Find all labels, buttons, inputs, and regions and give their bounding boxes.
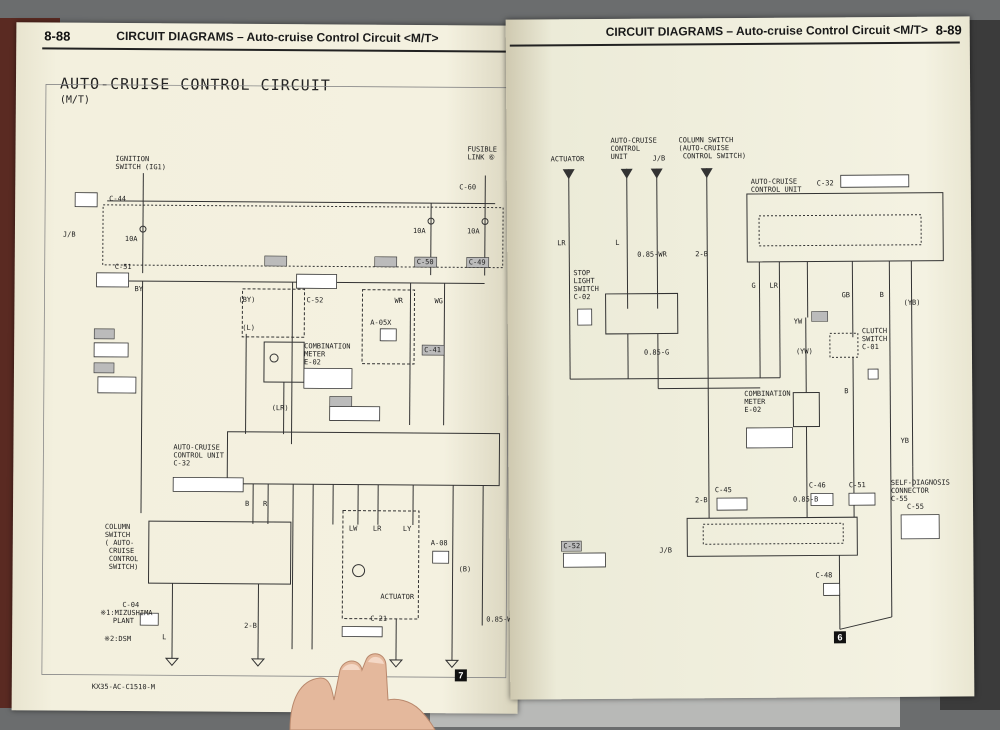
column-switch-label: COLUMN SWITCH (AUTO-CRUISE CONTROL SWITC…: [678, 136, 747, 161]
combination-meter-label: COMBINATION METER E-02: [304, 342, 351, 367]
wire-color: L: [615, 238, 620, 247]
connector-code: C-32: [816, 179, 834, 188]
wire-color: (LR): [271, 404, 289, 413]
wire-color: LR: [372, 524, 382, 533]
clutch-switch-label: CLUTCH SWITCH C-01: [861, 326, 888, 352]
wire-color: 2-B: [695, 250, 708, 259]
stop-light-switch-label: STOP LIGHT SWITCH C-02: [573, 269, 599, 302]
right-page: CIRCUIT DIAGRAMS – Auto-cruise Control C…: [505, 16, 975, 700]
connector-code: C-52: [563, 542, 581, 551]
connector-code: C-44: [109, 194, 127, 204]
wire-color: (L): [242, 323, 255, 332]
ignition-switch-label: IGNITION SWITCH (IG1): [115, 154, 167, 172]
wire-color: BY: [134, 285, 144, 294]
connector-code: C-41: [424, 346, 442, 355]
wire-color: LW: [348, 524, 358, 533]
connector-code: C-51: [114, 262, 132, 272]
note-dsm: ※2:DSM: [104, 634, 132, 644]
connector-code: A-08: [430, 539, 448, 548]
ground-reference-badge: 6: [833, 631, 846, 644]
actuator-label: ACTUATOR: [550, 155, 585, 164]
wire-color: L: [162, 633, 167, 642]
connector-code: C-45: [714, 486, 732, 495]
connector-code: C-21: [370, 614, 388, 623]
wire-color: LR: [769, 281, 778, 290]
jb-label: J/B: [62, 230, 76, 239]
fuse-rating: 10A: [124, 235, 138, 244]
wire-color: GB: [841, 291, 851, 300]
combination-meter-label: COMBINATION METER E-02: [744, 389, 791, 414]
wire-color: LR: [557, 239, 566, 248]
jb-top-label: J/B: [652, 154, 666, 163]
fuse-rating: 10A: [412, 227, 426, 236]
right-wiring-diagram: [560, 168, 944, 630]
auto-cruise-unit-label: AUTO-CRUISE CONTROL UNIT C-32: [173, 443, 224, 468]
left-wiring-diagram: [41, 84, 511, 679]
fusible-link-label: FUSIBLE LINK ⑥: [467, 145, 498, 162]
connector-code: C-49: [468, 258, 486, 267]
connector-code: C-48: [815, 571, 833, 580]
connector-code: C-55: [907, 502, 924, 511]
auto-cruise-unit-label: AUTO-CRUISE CONTROL UNIT: [750, 177, 802, 194]
wire-color: B: [844, 387, 849, 396]
auto-cruise-unit-top-label: AUTO-CRUISE CONTROL UNIT: [610, 136, 657, 161]
actuator-label: ACTUATOR: [380, 592, 415, 602]
wire-color: 0.85-WR: [637, 250, 667, 259]
note-mizushima: ※1:MIZUSHIMA PLANT: [100, 608, 153, 626]
self-diagnosis-label: SELF-DIAGNOSIS CONNECTOR C-55: [890, 478, 950, 503]
connector-code: A-05X: [370, 318, 392, 327]
wire-color: 0.85-B: [792, 495, 819, 504]
wire-color: 0.85-G: [643, 348, 670, 357]
footer-code: KX35-AC-C1510-M: [91, 682, 156, 692]
wire-color: G: [751, 281, 756, 290]
wire-color: B: [879, 290, 884, 300]
connector-code: C-04: [122, 600, 140, 610]
wire-color: (YB): [903, 298, 921, 307]
connector-code: C-60: [459, 183, 477, 192]
connector-code: C-51: [848, 481, 866, 490]
wire-color: WR: [394, 296, 403, 305]
wire-color: B: [245, 499, 250, 508]
wire-color: 2-B: [244, 621, 257, 630]
jb-bottom-label: J/B: [659, 546, 673, 555]
wire-color: 2-B: [694, 496, 708, 505]
wire-color: YW: [793, 317, 803, 326]
wire-color: R: [263, 499, 268, 509]
wire-color: (B): [458, 565, 472, 574]
wire-color: (BY): [238, 295, 256, 304]
left-page: 8-88 CIRCUIT DIAGRAMS – Auto-cruise Cont…: [11, 22, 523, 714]
column-switch-label: COLUMN SWITCH ( AUTO- CRUISE CONTROL SWI…: [104, 522, 139, 572]
connector-code: C-50: [416, 258, 434, 267]
wire-color: YB: [900, 436, 910, 445]
connector-code: C-46: [808, 481, 826, 490]
wire-color: LY: [402, 524, 412, 534]
wire-color: (YW): [795, 347, 813, 356]
fuse-rating: 10A: [466, 227, 480, 236]
wire-color: WG: [434, 297, 443, 306]
connector-code: C-52: [306, 296, 324, 305]
hand: [289, 653, 436, 730]
